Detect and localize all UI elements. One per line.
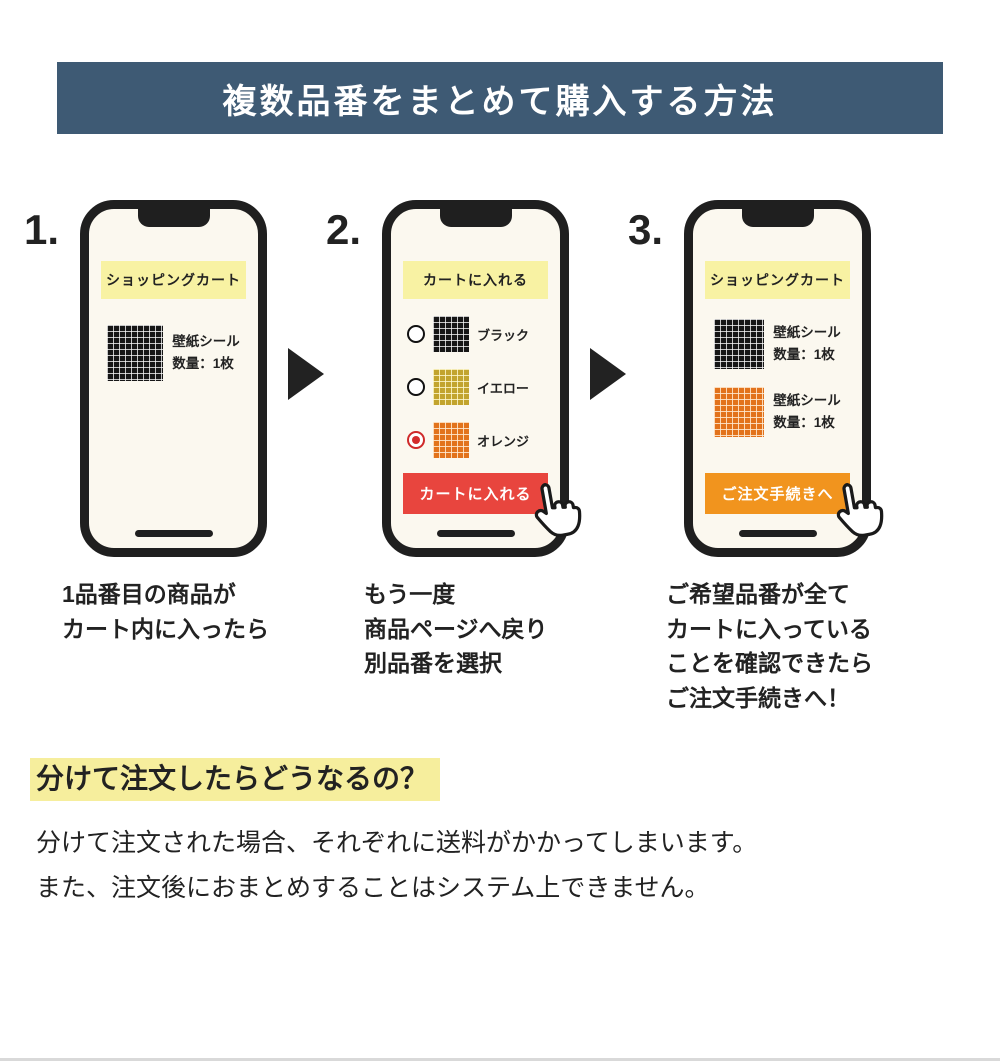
step-1-cart-banner: ショッピングカート — [101, 261, 246, 299]
page-title: 複数品番をまとめて購入する方法 — [222, 82, 778, 121]
cart-item-text: 壁紙シール 数量：1枚 — [773, 325, 841, 362]
step-3-head: 3. ショッピングカート 壁紙シール 数量：1枚 壁紙シール 数量：1枚 ご注文… — [628, 200, 890, 557]
step-3-cart-banner: ショッピングカート — [705, 261, 850, 299]
option-label: ブラック — [477, 327, 530, 343]
step-1-phone: ショッピングカート 壁紙シール 数量：1枚 — [80, 200, 267, 557]
color-option-black[interactable]: ブラック — [403, 316, 548, 352]
steps-row: 1. ショッピングカート 壁紙シール 数量：1枚 1品番目の商品が カート内に入… — [0, 200, 1000, 715]
step-3-screen: ショッピングカート 壁紙シール 数量：1枚 壁紙シール 数量：1枚 ご注文手続き… — [693, 209, 862, 548]
orange-swatch-icon — [433, 422, 469, 458]
step-1-head: 1. ショッピングカート 壁紙シール 数量：1枚 — [24, 200, 286, 557]
step-1-screen: ショッピングカート 壁紙シール 数量：1枚 — [89, 209, 258, 548]
radio-unselected-icon[interactable] — [407, 325, 425, 343]
step-2: 2. カートに入れる ブラック イエロー — [326, 200, 588, 681]
step-2-screen: カートに入れる ブラック イエロー オレンジ — [391, 209, 560, 548]
step-2-head: 2. カートに入れる ブラック イエロー — [326, 200, 588, 557]
step-2-caption: もう一度 商品ページへ戻り 別品番を選択 — [364, 581, 548, 676]
phone-notch-icon — [741, 208, 814, 227]
header-banner: 複数品番をまとめて購入する方法 — [57, 62, 943, 134]
cart-item-row: 壁紙シール 数量：1枚 — [101, 325, 246, 381]
hand-cursor-icon — [534, 483, 582, 538]
faq-heading-highlight: 分けて注文したらどうなるの？ — [30, 758, 441, 801]
step-2-phone: カートに入れる ブラック イエロー オレンジ — [382, 200, 582, 557]
phone-notch-icon — [439, 208, 512, 227]
add-to-cart-button[interactable]: カートに入れる — [403, 473, 548, 514]
phone-home-indicator — [134, 530, 213, 537]
cart-item-text: 壁紙シール 数量：1枚 — [773, 393, 841, 430]
color-option-yellow[interactable]: イエロー — [403, 369, 548, 405]
phone-home-indicator — [738, 530, 817, 537]
footer-divider — [0, 1058, 1000, 1061]
cart-item-row: 壁紙シール 数量：1枚 — [705, 319, 850, 369]
black-swatch-icon — [433, 316, 469, 352]
phone-home-indicator — [436, 530, 515, 537]
color-option-orange[interactable]: オレンジ — [403, 422, 548, 458]
radio-unselected-icon[interactable] — [407, 378, 425, 396]
step-3-phone: ショッピングカート 壁紙シール 数量：1枚 壁紙シール 数量：1枚 ご注文手続き… — [684, 200, 884, 557]
faq-heading: 分けて注文したらどうなるの？ — [30, 757, 441, 801]
orange-swatch-icon — [714, 387, 765, 437]
step-2-add-banner: カートに入れる — [403, 261, 548, 299]
step-3-number: 3. — [628, 206, 664, 253]
radio-selected-icon[interactable] — [407, 431, 425, 449]
arrow-right-icon — [288, 348, 324, 400]
faq-body-text: 分けて注文された場合、それぞれに送料がかかってしまいます。 また、注文後におまと… — [36, 829, 758, 902]
arrow-right-icon — [590, 348, 626, 400]
hand-cursor-icon — [836, 483, 884, 538]
option-label: イエロー — [477, 380, 529, 396]
checkout-button[interactable]: ご注文手続きへ — [705, 473, 850, 514]
option-label: オレンジ — [477, 433, 530, 449]
yellow-swatch-icon — [433, 369, 469, 405]
step-2-number: 2. — [326, 206, 362, 253]
black-swatch-icon — [714, 319, 765, 369]
step-1-number: 1. — [24, 206, 60, 253]
step-1: 1. ショッピングカート 壁紙シール 数量：1枚 1品番目の商品が カート内に入… — [24, 200, 286, 646]
cart-item-row: 壁紙シール 数量：1枚 — [705, 387, 850, 437]
step-1-caption: 1品番目の商品が カート内に入ったら — [62, 581, 269, 642]
faq-section: 分けて注文したらどうなるの？ 分けて注文された場合、それぞれに送料がかかってしま… — [0, 757, 1000, 911]
phone-notch-icon — [137, 208, 210, 227]
step-3-caption: ご希望品番が全て カートに入っている ことを確認できたら ご注文手続きへ！ — [666, 581, 873, 711]
black-swatch-icon — [107, 325, 164, 381]
step-3: 3. ショッピングカート 壁紙シール 数量：1枚 壁紙シール 数量：1枚 ご注文… — [628, 200, 890, 715]
cart-item-text: 壁紙シール 数量：1枚 — [172, 334, 240, 371]
